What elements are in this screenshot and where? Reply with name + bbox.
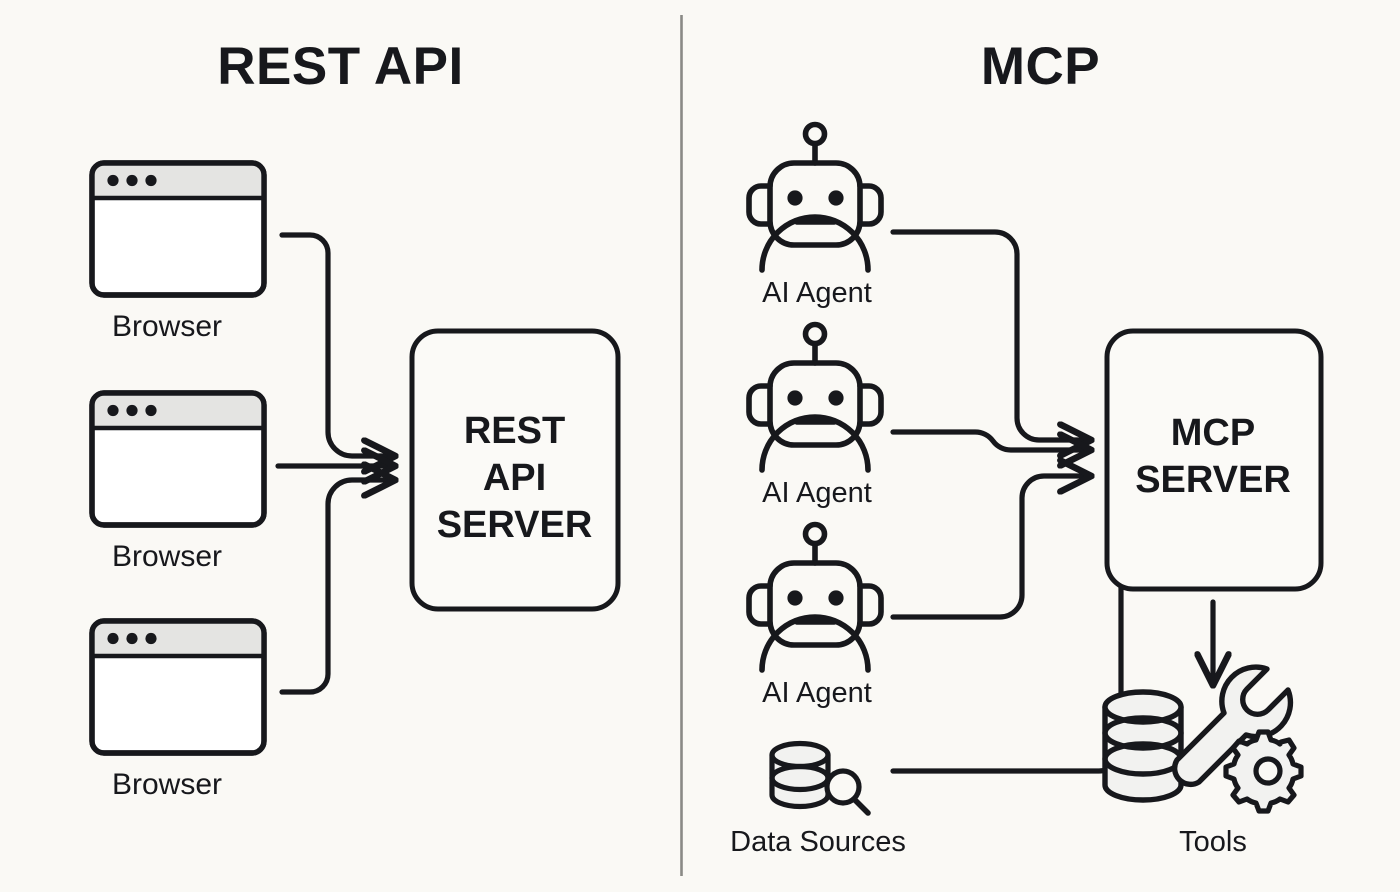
panel-title-rest-api: REST API (217, 37, 464, 96)
browser-dot (126, 632, 138, 645)
browser-window-3 (89, 618, 267, 756)
connector-agent-1-to-mcp-server (890, 229, 1090, 440)
connector-agent-3-to-mcp-server (890, 476, 1090, 620)
ai-agent-label-3: AI Agent (762, 677, 872, 709)
browser-dot (145, 404, 157, 417)
browser-dot (107, 632, 119, 645)
browser-window-1 (89, 160, 267, 298)
browser-window-2 (89, 390, 267, 528)
tools-label: Tools (1179, 826, 1247, 858)
robot-icon-3 (746, 521, 884, 673)
rest-api-server-line-3: SERVER (436, 504, 593, 546)
browser-dot (107, 404, 119, 417)
data-sources-label: Data Sources (730, 826, 906, 858)
browser-label-3: Browser (112, 768, 223, 801)
panel-title-mcp: MCP (980, 37, 1101, 96)
rest-api-server-label: REST API SERVER (410, 408, 619, 549)
connector-browser-1-to-rest-server (279, 232, 394, 456)
connector-data-sources-to-mcp-server (890, 495, 1124, 774)
browser-dot (107, 174, 119, 187)
ai-agent-label-1: AI Agent (762, 277, 872, 309)
rest-api-server-box (409, 328, 621, 612)
browser-dot (126, 174, 138, 187)
browser-label-1: Browser (112, 310, 223, 343)
browser-dot (126, 404, 138, 417)
database-search-icon (769, 740, 871, 816)
robot-icon-1 (746, 121, 884, 273)
browser-dot (145, 632, 157, 645)
mcp-server-label: MCP SERVER (1105, 410, 1321, 504)
gear-icon (1223, 729, 1304, 814)
ai-agent-label-2: AI Agent (762, 477, 872, 509)
connector-agent-2-to-mcp-server (890, 429, 1090, 450)
browser-label-2: Browser (112, 540, 223, 573)
browser-dot (145, 174, 157, 187)
rest-api-server-line-2: API (482, 457, 547, 499)
connector-browser-3-to-rest-server (279, 480, 394, 695)
database-icon (1102, 689, 1184, 803)
mcp-server-line-2: SERVER (1135, 459, 1291, 501)
mcp-server-line-1: MCP (1170, 412, 1256, 454)
rest-api-server-line-1: REST (463, 410, 566, 452)
mcp-server-box (1104, 328, 1324, 592)
robot-icon-2 (746, 321, 884, 473)
